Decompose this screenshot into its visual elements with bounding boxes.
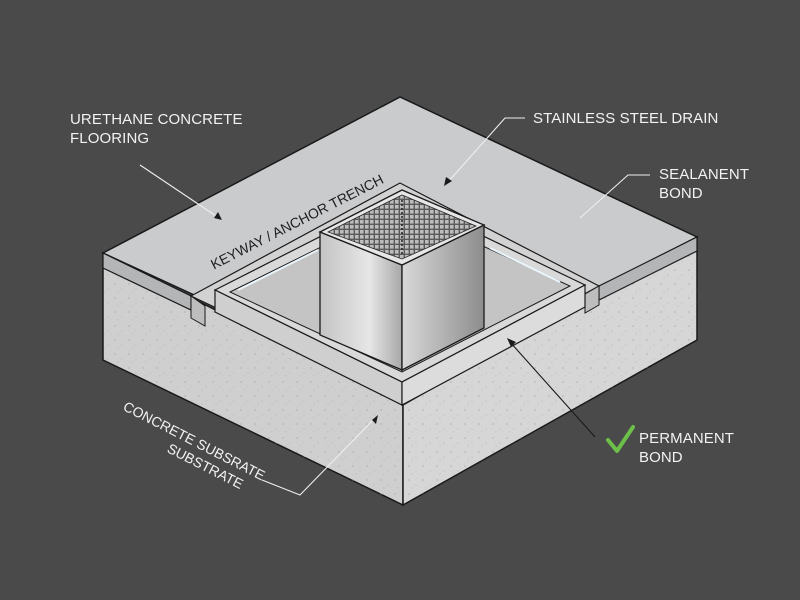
label-drain-line1: STAINLESS STEEL DRAIN	[533, 110, 719, 127]
label-sealant-line2: BOND	[659, 185, 703, 202]
label-sealant-bond: SEALANENT BOND	[659, 165, 749, 203]
label-permanent-line1: PERMANENT	[639, 430, 735, 447]
label-sealant-line1: SEALANENT	[659, 166, 750, 183]
label-permanent-bond: PERMANENT BOND	[639, 429, 734, 467]
label-urethane-line1: URETHANE CONCRETE	[70, 111, 243, 128]
label-stainless-steel-drain: STAINLESS STEEL DRAIN	[533, 109, 718, 128]
label-urethane-line2: FLOORING	[70, 130, 150, 147]
permanent-bond-arrowhead	[507, 338, 516, 347]
concrete-substrate	[102, 235, 698, 507]
checkmark-icon	[606, 425, 635, 453]
stainless-steel-drain	[318, 189, 486, 372]
label-urethane-flooring: URETHANE CONCRETE FLOORING	[70, 110, 243, 148]
permanent-bond-leader	[509, 341, 596, 438]
label-permanent-line2: BOND	[639, 449, 683, 466]
leader-lines	[139, 117, 650, 496]
